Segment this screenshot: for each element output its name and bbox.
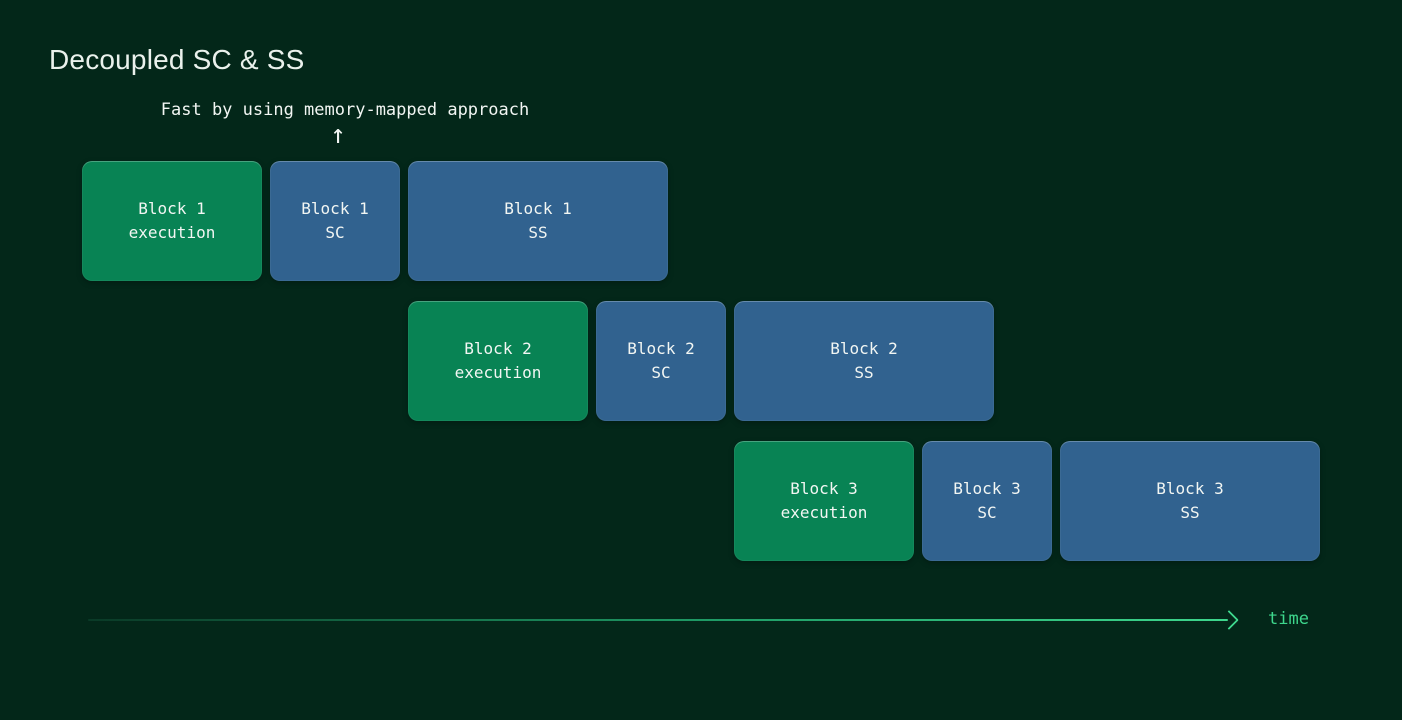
block-2-execution: Block 2 execution bbox=[408, 301, 588, 421]
block-1-sc: Block 1 SC bbox=[270, 161, 400, 281]
block-label-line2: SS bbox=[854, 363, 874, 382]
block-1-ss: Block 1 SS bbox=[408, 161, 668, 281]
up-arrow-icon: ↑ bbox=[330, 120, 346, 150]
block-label-line1: Block 3 bbox=[953, 479, 1021, 498]
block-label-line1: Block 2 bbox=[830, 339, 898, 358]
time-axis-label: time bbox=[1268, 609, 1309, 629]
block-label-line2: SS bbox=[1180, 503, 1200, 522]
block-label-line2: SC bbox=[977, 503, 997, 522]
block-label-line1: Block 1 bbox=[301, 199, 369, 218]
annotation-text: Fast by using memory-mapped approach bbox=[160, 100, 530, 120]
block-2-ss: Block 2 SS bbox=[734, 301, 994, 421]
time-axis-line bbox=[88, 619, 1228, 621]
block-label-line2: execution bbox=[780, 503, 868, 522]
block-1-execution: Block 1 execution bbox=[82, 161, 262, 281]
time-axis-arrowhead-icon bbox=[1219, 610, 1239, 630]
block-label-line1: Block 1 bbox=[138, 199, 206, 218]
block-3-execution: Block 3 execution bbox=[734, 441, 914, 561]
page-title: Decoupled SC & SS bbox=[49, 44, 305, 75]
block-label-line2: SC bbox=[325, 223, 345, 242]
block-2-sc: Block 2 SC bbox=[596, 301, 726, 421]
block-label-line1: Block 3 bbox=[1156, 479, 1224, 498]
block-label-line1: Block 3 bbox=[790, 479, 858, 498]
block-3-sc: Block 3 SC bbox=[922, 441, 1052, 561]
block-label-line2: SS bbox=[528, 223, 548, 242]
block-label-line1: Block 2 bbox=[627, 339, 695, 358]
block-label-line2: execution bbox=[128, 223, 216, 242]
block-label-line2: SC bbox=[651, 363, 671, 382]
block-label-line1: Block 2 bbox=[464, 339, 532, 358]
block-3-ss: Block 3 SS bbox=[1060, 441, 1320, 561]
block-label-line1: Block 1 bbox=[504, 199, 572, 218]
block-label-line2: execution bbox=[454, 363, 542, 382]
